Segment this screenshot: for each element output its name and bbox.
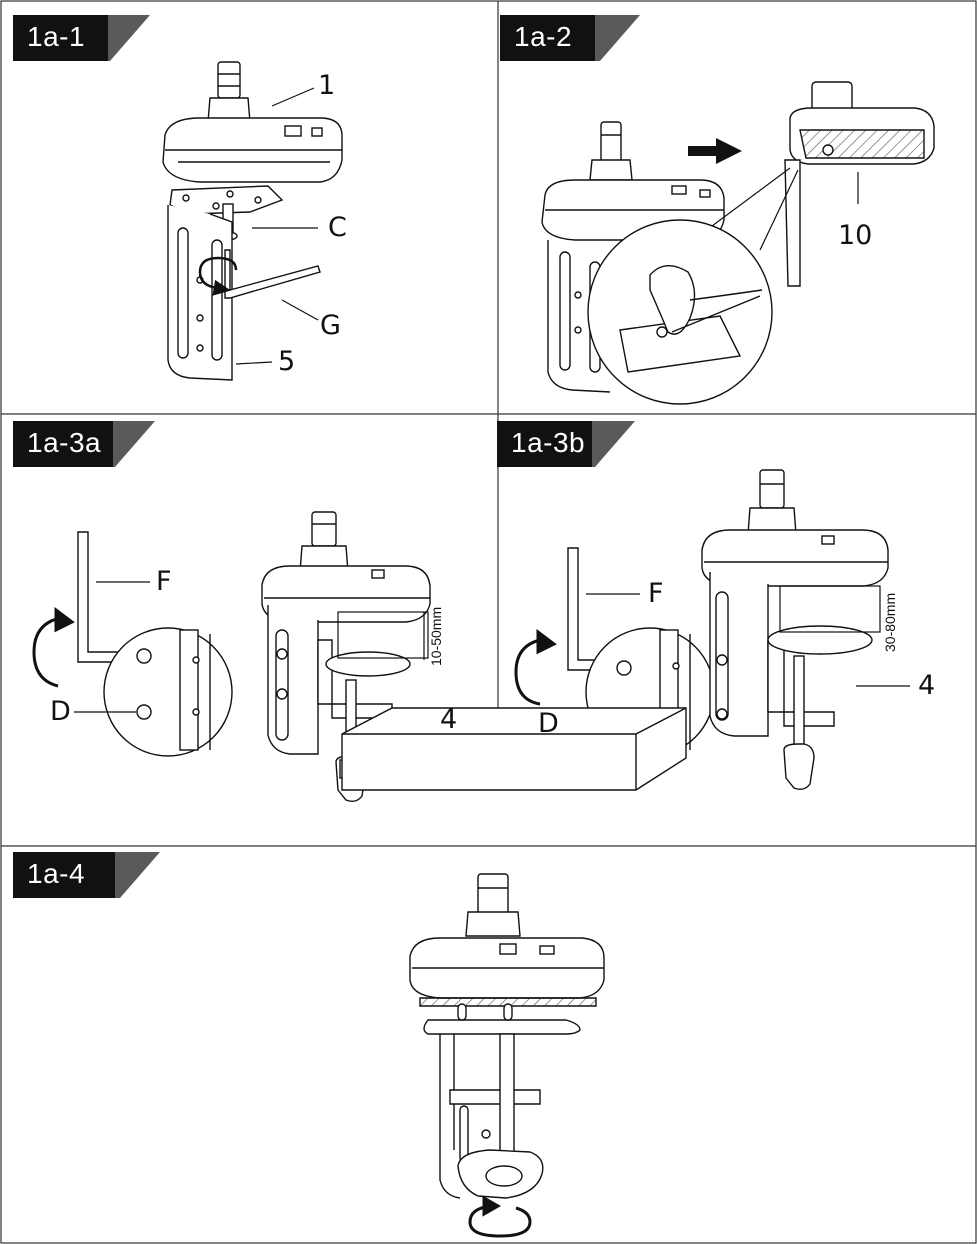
part-label-4: 4 — [440, 704, 458, 735]
part-label-f: F — [648, 578, 664, 609]
clamp-assembly-1a-1 — [162, 61, 343, 381]
part-label-g: G — [320, 310, 341, 341]
part-label-d: D — [538, 708, 559, 739]
clamp-range-label: 10-50mm — [428, 606, 444, 666]
part-label-c: C — [328, 212, 347, 243]
step-tag-1a-2: 1a-2 — [500, 15, 600, 61]
rotate-arrow-1a-1 — [198, 256, 238, 296]
part-label-4: 4 — [918, 670, 936, 701]
step-tag-label: 1a-3b — [511, 427, 586, 458]
step-tag-label: 1a-4 — [27, 858, 86, 889]
part-label-d: D — [50, 696, 71, 727]
clamp-range-label: 30-80mm — [882, 592, 898, 652]
rotate-arrow-1a-3b — [514, 629, 557, 706]
step-tag-1a-4: 1a-4 — [13, 852, 115, 898]
clamp-assembly-1a-4 — [341, 707, 687, 1199]
clamp-assembly-1a-3a — [77, 511, 431, 803]
part-label-5: 5 — [278, 346, 296, 377]
step-tag-label: 1a-3a — [27, 427, 102, 458]
part-label-1: 1 — [318, 70, 336, 101]
leaders-1a-1 — [235, 87, 319, 365]
step-tag-1a-3b: 1a-3b — [497, 421, 597, 467]
rotate-arrow-1a-3a — [32, 607, 75, 688]
step-tag-label: 1a-2 — [514, 21, 573, 52]
rotate-arrow-1a-4 — [468, 1195, 532, 1238]
step-tag-label: 1a-1 — [27, 21, 86, 52]
zoom-lines-1a-2 — [711, 167, 799, 251]
clamp-assembly-1a-2 — [541, 81, 935, 405]
step-tag-1a-3a: 1a-3a — [13, 421, 113, 467]
direction-arrow-1a-2 — [688, 138, 742, 164]
step-tag-1a-1: 1a-1 — [13, 15, 113, 61]
part-label-f: F — [156, 566, 172, 597]
part-label-10: 10 — [838, 220, 873, 251]
